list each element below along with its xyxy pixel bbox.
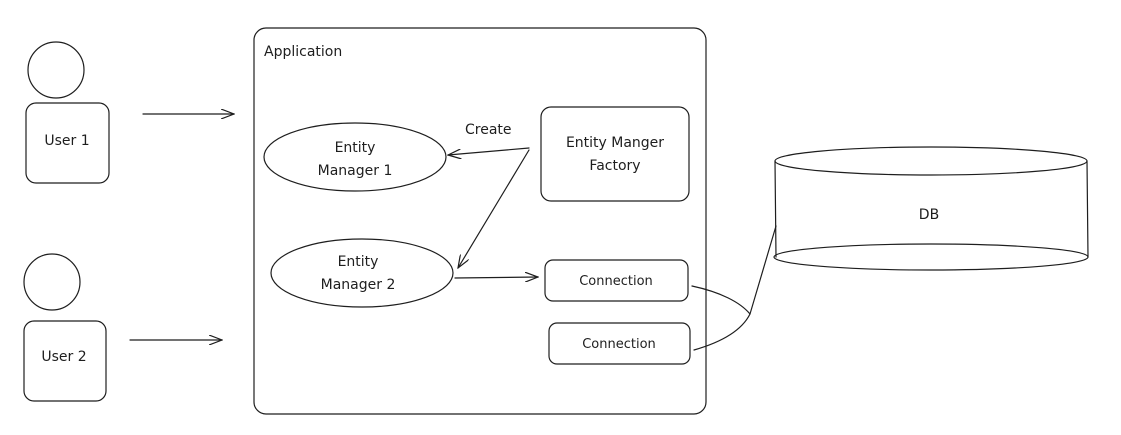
factory-line1: Entity Manger [566, 135, 664, 151]
user-2-actor: User 2 [23, 253, 107, 402]
create-arrow-em2 [458, 149, 530, 268]
connection-1: Connection [544, 259, 689, 302]
user-2-head-icon [23, 253, 81, 311]
entity-manager-1-ellipse [263, 122, 447, 192]
application-label: Application [264, 44, 342, 60]
user-1-head-icon [27, 41, 85, 99]
user-2-body [23, 320, 107, 402]
db-bottom-ellipse [773, 243, 1089, 271]
em2-connection-arrow [454, 277, 538, 278]
connection-2-db-line [693, 313, 751, 351]
create-arrow-em1 [448, 147, 530, 155]
connection-1-box [544, 259, 689, 302]
entity-manager-1-line2: Manager 1 [318, 163, 393, 179]
db-left-side [774, 160, 777, 258]
application-frame [253, 27, 707, 415]
db-right-side [1086, 160, 1089, 258]
db-label: DB [919, 207, 939, 223]
user-1-actor: User 1 [25, 41, 110, 184]
database-cylinder: DB [773, 146, 1089, 271]
user-1-label: User 1 [44, 133, 89, 149]
connection-1-db-line [691, 225, 777, 315]
entity-manager-2: Entity Manager 2 [270, 238, 454, 308]
user-1-body [25, 102, 110, 184]
connection-1-label: Connection [579, 274, 653, 289]
connection-2: Connection [548, 322, 691, 365]
application-container: Application [253, 27, 707, 415]
entity-manager-1-line1: Entity [335, 140, 376, 156]
user-2-label: User 2 [41, 349, 86, 365]
create-label: Create [465, 122, 512, 138]
entity-manager-2-line1: Entity [338, 254, 379, 270]
entity-manager-factory: Entity Manger Factory [540, 106, 690, 202]
connection-2-box [548, 322, 691, 365]
entity-manager-1: Entity Manager 1 [263, 122, 447, 192]
factory-box [540, 106, 690, 202]
db-top-ellipse [774, 146, 1088, 176]
entity-manager-2-line2: Manager 2 [321, 277, 396, 293]
connection-2-label: Connection [582, 337, 656, 352]
factory-line2: Factory [589, 158, 640, 174]
entity-manager-2-ellipse [270, 238, 454, 308]
